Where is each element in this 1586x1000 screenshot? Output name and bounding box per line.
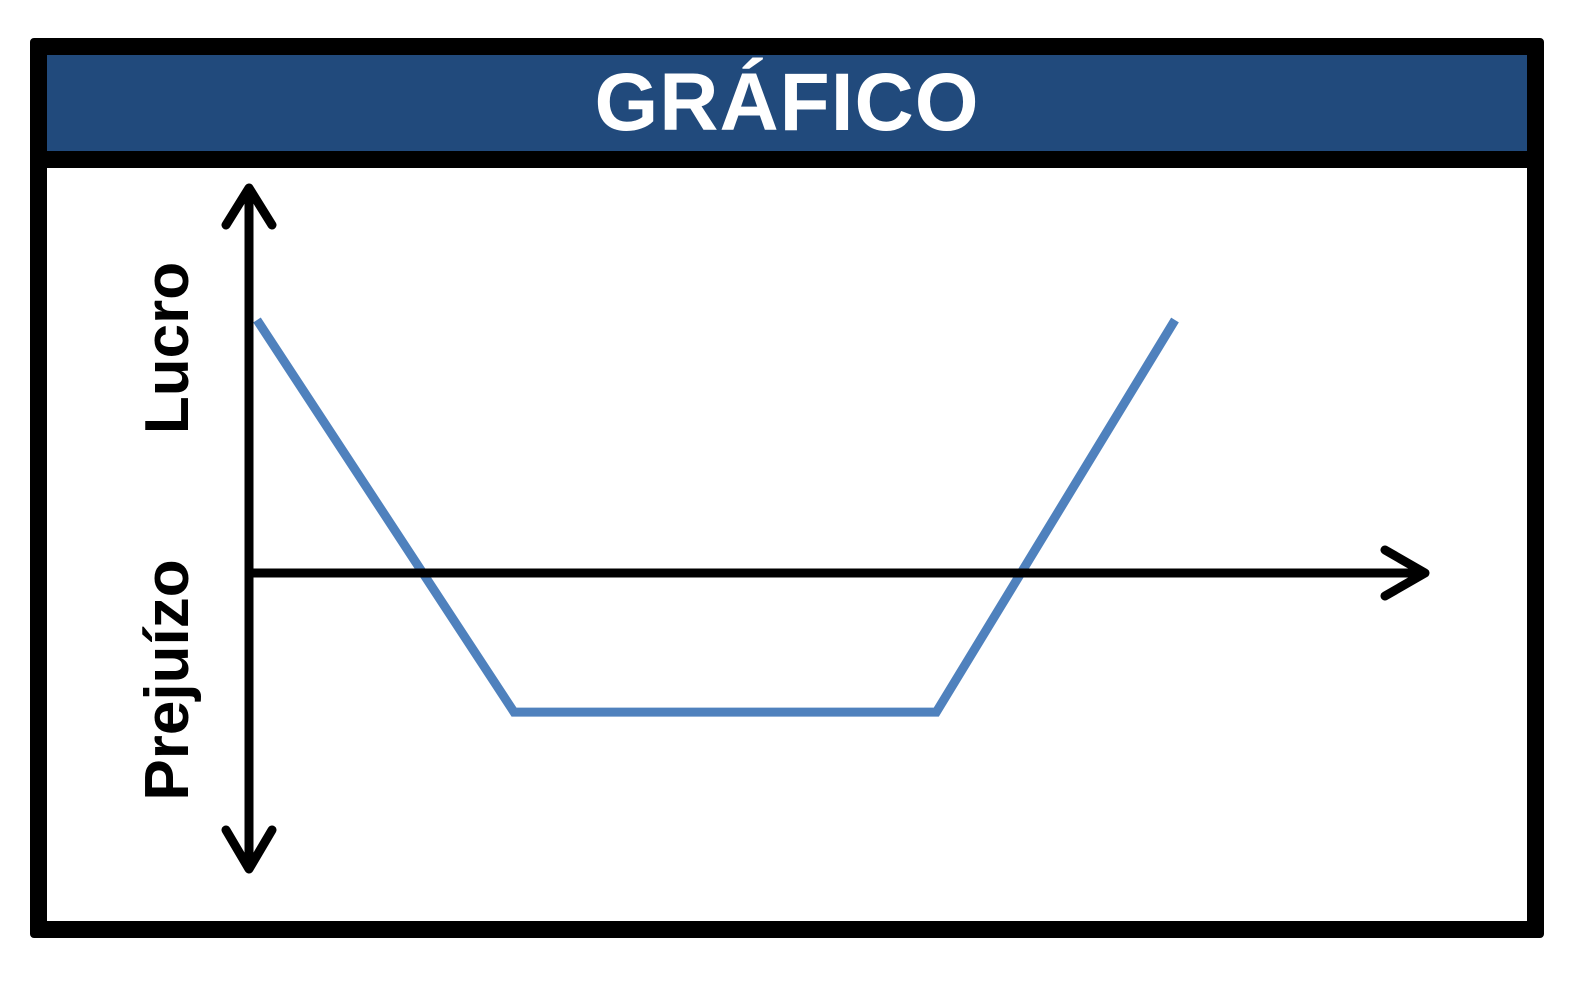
y-axis-arrow-down <box>221 825 277 874</box>
payoff-line <box>253 317 1179 717</box>
chart-header: GRÁFICO <box>47 55 1527 168</box>
chart-title: GRÁFICO <box>594 57 980 148</box>
chart-frame: GRÁFICO <box>30 38 1544 938</box>
loss-label: Prejuízo <box>133 559 202 800</box>
profit-label: Lucro <box>133 262 202 434</box>
x-axis-arrow <box>1380 545 1430 601</box>
y-axis-arrow-up <box>221 183 277 230</box>
